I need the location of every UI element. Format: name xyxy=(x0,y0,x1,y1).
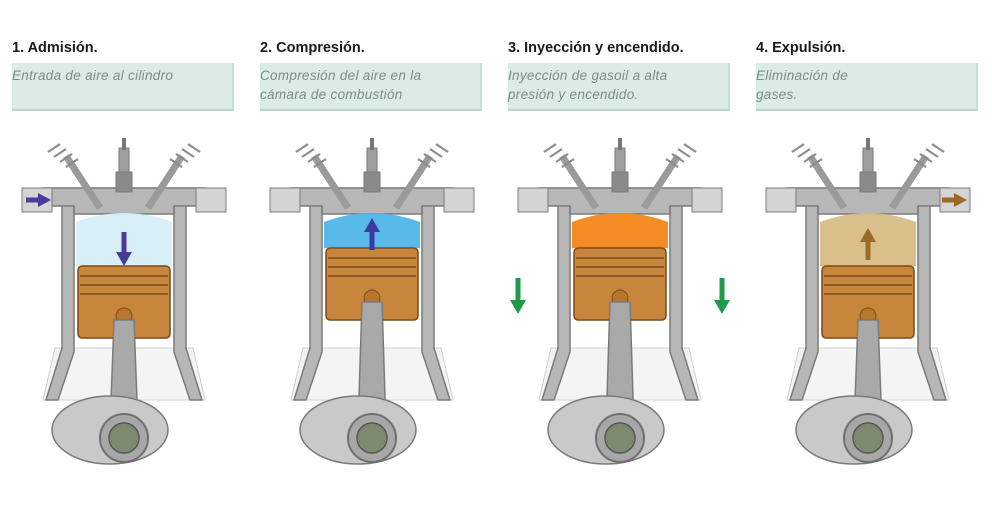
intake-valve-stem xyxy=(311,154,351,210)
crank-pin xyxy=(356,422,388,454)
valve-spring-left xyxy=(53,148,67,158)
valve-spring-left xyxy=(803,153,817,163)
stroke-panel-admision: 1. Admisión. Entrada de aire al cilindro xyxy=(0,0,248,508)
stroke-description-box: Eliminación de gases. xyxy=(756,63,978,111)
intake-port xyxy=(269,187,301,213)
stroke-title: 2. Compresión. xyxy=(260,40,365,56)
stroke-description: Compresión del aire en la cámara de comb… xyxy=(260,68,422,102)
stroke-description-box: Entrada de aire al cilindro xyxy=(12,63,234,111)
combustion-chamber xyxy=(572,213,668,248)
valve-spring-right xyxy=(169,158,183,168)
compression-arrow-head xyxy=(364,218,380,232)
valve-spring-left xyxy=(809,158,823,168)
stroke-description-box: Compresión del aire en la cámara de comb… xyxy=(260,63,482,111)
exhaust-arrow-head xyxy=(954,193,967,207)
valve-spring-right xyxy=(181,148,195,158)
valve-spring-left xyxy=(65,158,79,168)
intake-valve-stem xyxy=(807,154,847,210)
injector-nut xyxy=(859,171,877,193)
stroke-description: Eliminación de gases. xyxy=(756,68,848,102)
valve-spring-right xyxy=(429,148,443,158)
engine-illustration xyxy=(510,138,730,465)
piston-arrow-right-head xyxy=(714,300,730,314)
valve-spring-left xyxy=(549,148,563,158)
crank-pin xyxy=(108,422,140,454)
air-arrow-head xyxy=(116,252,132,266)
gas-arrow-head xyxy=(860,228,876,242)
intake-valve-stem xyxy=(559,154,599,210)
stroke-title: 3. Inyección y encendido. xyxy=(508,40,684,56)
injector-nut xyxy=(115,171,133,193)
stroke-panel-compresion: 2. Compresión. Compresión del aire en la … xyxy=(248,0,496,508)
valve-spring-left xyxy=(313,158,327,168)
exhaust-port xyxy=(443,187,475,213)
valve-spring-left xyxy=(295,143,309,153)
exhaust-valve-stem xyxy=(889,154,929,210)
stroke-panel-expulsion: 4. Expulsión. Eliminación de gases. xyxy=(744,0,992,508)
crank-pin xyxy=(604,422,636,454)
intake-port xyxy=(517,187,549,213)
injector-tip xyxy=(370,138,374,150)
stroke-panel-inyeccion: 3. Inyección y encendido. Inyección de ga… xyxy=(496,0,744,508)
valve-spring-left xyxy=(301,148,315,158)
valve-spring-right xyxy=(423,153,437,163)
valve-spring-left xyxy=(307,153,321,163)
stroke-description-box: Inyección de gasoil a alta presión y enc… xyxy=(508,63,730,111)
stroke-description: Inyección de gasoil a alta presión y enc… xyxy=(508,68,668,102)
engine-group xyxy=(765,138,971,465)
injector-tip xyxy=(866,138,870,150)
valve-spring-left xyxy=(59,153,73,163)
exhaust-valve-stem xyxy=(145,154,185,210)
valve-spring-right xyxy=(175,153,189,163)
stroke-description: Entrada de aire al cilindro xyxy=(12,68,174,83)
valve-spring-left xyxy=(543,143,557,153)
intake-valve-stem xyxy=(63,154,103,210)
stroke-title: 4. Expulsión. xyxy=(756,40,846,56)
crank-pin xyxy=(852,422,884,454)
engine-group xyxy=(269,138,475,465)
valve-spring-right xyxy=(665,158,679,168)
valve-spring-right xyxy=(671,153,685,163)
valve-spring-left xyxy=(561,158,575,168)
valve-spring-left xyxy=(47,143,61,153)
valve-spring-right xyxy=(683,143,697,153)
exhaust-port xyxy=(691,187,723,213)
valve-spring-right xyxy=(931,143,945,153)
injector-nut xyxy=(363,171,381,193)
intake-port xyxy=(765,187,797,213)
valve-spring-left xyxy=(791,143,805,153)
valve-spring-right xyxy=(919,153,933,163)
valve-spring-left xyxy=(797,148,811,158)
valve-spring-right xyxy=(677,148,691,158)
engine-illustration xyxy=(21,138,227,465)
exhaust-valve-stem xyxy=(393,154,433,210)
injector-tip xyxy=(122,138,126,150)
exhaust-port xyxy=(195,187,227,213)
engine-group xyxy=(510,138,730,465)
valve-spring-left xyxy=(555,153,569,163)
engine-group xyxy=(21,138,227,465)
valve-spring-right xyxy=(925,148,939,158)
valve-spring-right xyxy=(913,158,927,168)
exhaust-valve-stem xyxy=(641,154,681,210)
injector-nut xyxy=(611,171,629,193)
valve-spring-right xyxy=(435,143,449,153)
intake-arrow-head xyxy=(38,193,51,207)
injector-tip xyxy=(618,138,622,150)
stroke-title: 1. Admisión. xyxy=(12,40,98,56)
engine-illustration xyxy=(765,138,971,465)
valve-spring-right xyxy=(417,158,431,168)
piston-arrow-left-head xyxy=(510,300,526,314)
valve-spring-right xyxy=(187,143,201,153)
engine-illustration xyxy=(269,138,475,465)
